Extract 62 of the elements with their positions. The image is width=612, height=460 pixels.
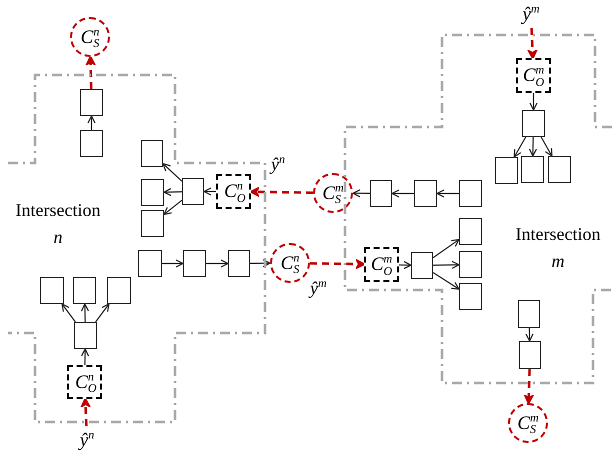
queue-box <box>522 110 545 137</box>
queue-box <box>182 178 204 205</box>
queue-box <box>370 180 392 207</box>
arrow <box>352 189 370 198</box>
arrow <box>162 259 184 268</box>
math-label: ŷ$^{n}$ <box>70 426 104 454</box>
queue-box <box>107 277 131 304</box>
arrow <box>163 200 182 216</box>
queue-box <box>459 180 482 207</box>
arrow <box>432 260 460 269</box>
queue-box <box>459 283 482 310</box>
dashed-arrow <box>80 397 91 426</box>
arrow <box>436 189 459 198</box>
queue-box <box>141 210 164 237</box>
intersection-label: Intersection n <box>14 199 102 249</box>
dashed-arrow <box>249 186 314 197</box>
arrow <box>95 303 110 322</box>
queue-box <box>228 250 250 277</box>
queue-box <box>138 250 162 277</box>
queue-box <box>74 322 97 349</box>
queue-box <box>495 157 518 184</box>
arrow <box>529 93 538 111</box>
queue-box <box>411 252 433 279</box>
queue-box <box>459 218 482 245</box>
arrow <box>87 115 96 130</box>
queue-box <box>80 130 103 157</box>
arrow <box>203 187 216 196</box>
dashed-arrow <box>86 55 96 90</box>
queue-box <box>73 277 96 304</box>
arrow <box>80 348 90 366</box>
arrow <box>80 303 90 322</box>
arrow <box>250 259 271 268</box>
intersection-region <box>8 75 265 422</box>
intersection-label: Intersection m <box>514 223 602 273</box>
queue-box <box>141 179 164 206</box>
queue-box <box>548 156 571 183</box>
queue-box <box>183 250 206 277</box>
math-label: ŷ$^{m}$ <box>514 0 548 28</box>
arrow <box>61 303 76 322</box>
intersection-region <box>345 35 612 383</box>
queue-box <box>414 180 437 207</box>
arrow <box>432 238 460 258</box>
dashed-arrow <box>527 28 538 60</box>
arrow <box>525 328 534 342</box>
arrow <box>540 136 552 157</box>
queue-box <box>521 156 544 183</box>
queue-box <box>80 89 103 116</box>
dashed-arrow <box>310 258 366 270</box>
queue-box <box>40 277 64 304</box>
arrow <box>432 272 460 290</box>
arrow <box>398 260 412 270</box>
arrow <box>163 188 182 196</box>
dashed-arrow <box>524 368 534 405</box>
arrow <box>514 136 526 158</box>
queue-box <box>518 300 540 328</box>
queue-box <box>459 251 482 278</box>
arrow <box>391 189 414 198</box>
arrow <box>528 136 538 157</box>
queue-box <box>141 140 163 167</box>
arrow <box>206 259 229 268</box>
queue-box <box>519 341 541 369</box>
arrow <box>162 163 182 182</box>
